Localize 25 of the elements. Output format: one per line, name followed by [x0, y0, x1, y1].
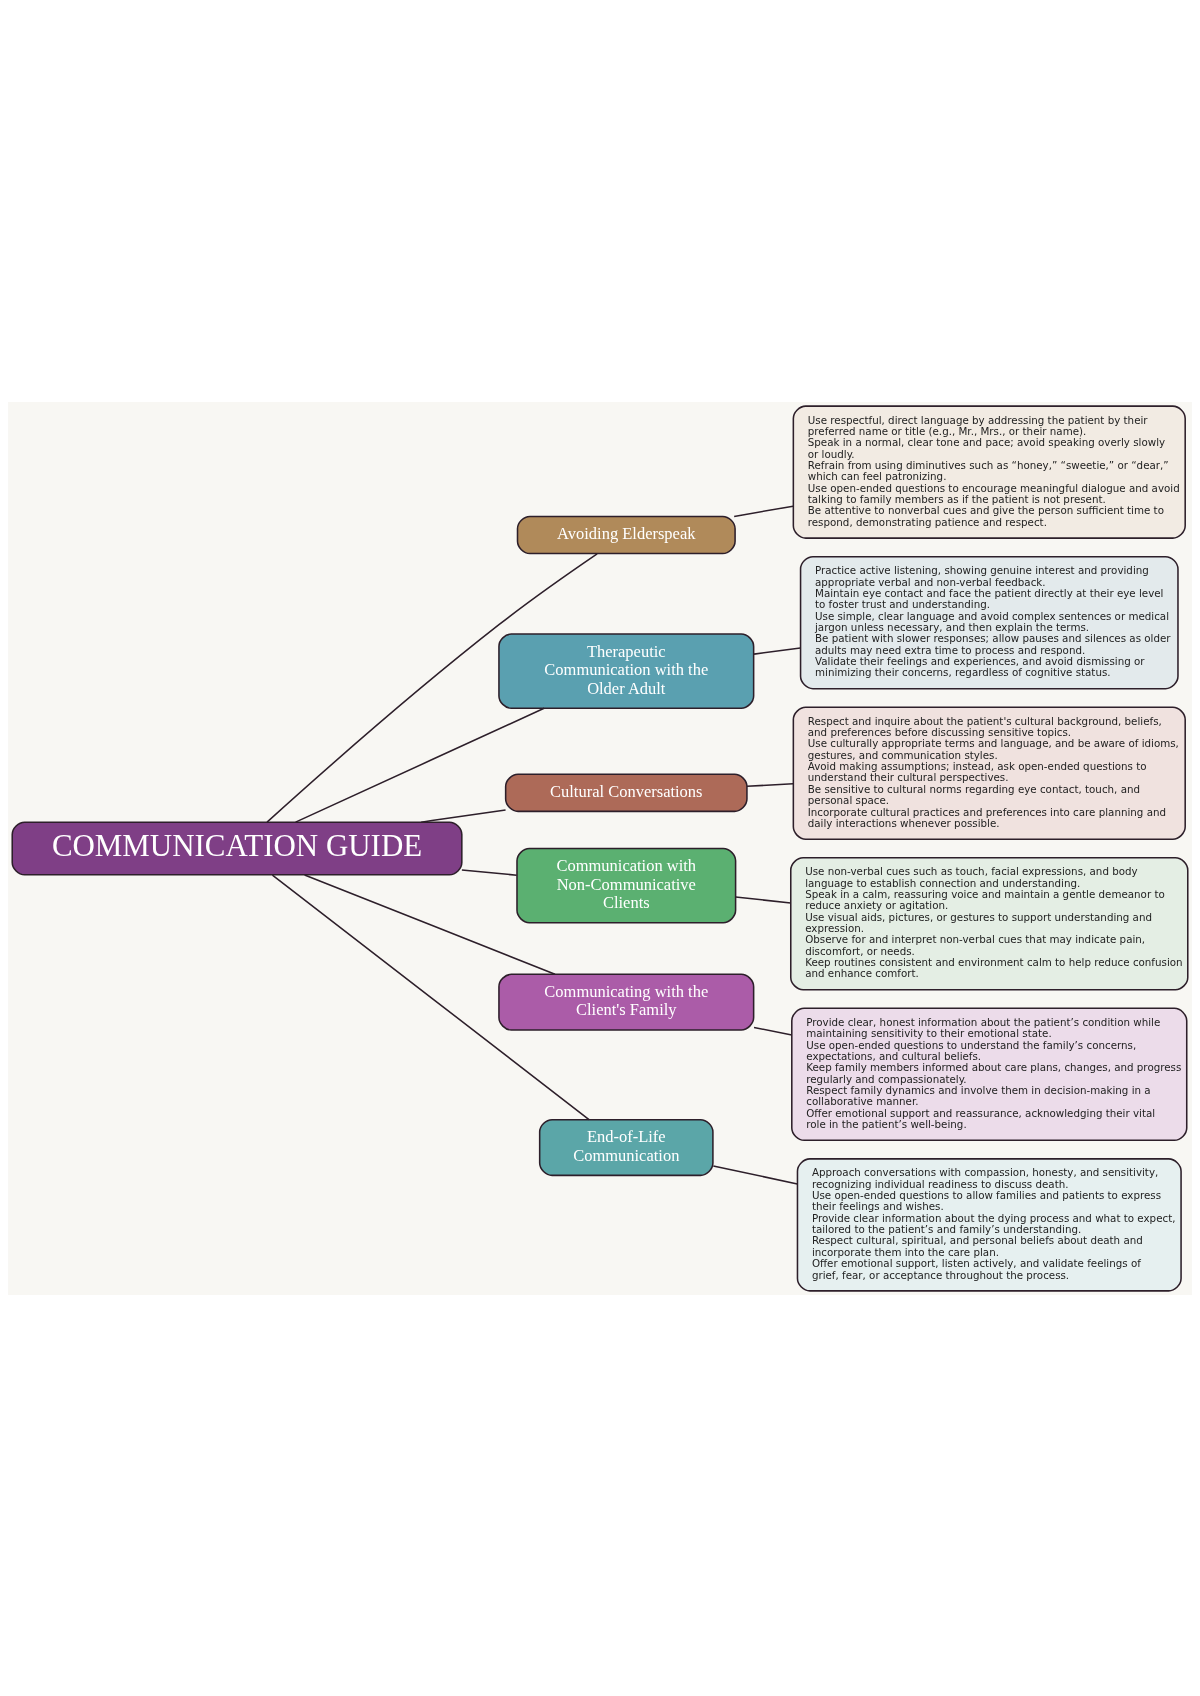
connector	[420, 808, 507, 823]
connector	[271, 873, 590, 1120]
node-box: Use respectful, direct language by addressing the patient by their preferred name or title (e.g., Mr., Mrs., or their name). Speak in a normal, clear tone and pace; avoid speaking overly slowly or loudly. Refrain from using diminutives such as “honey,” “sweetie,” or “dear,” which can feel patronizing. Use open-ended questions to encourage meaningful dialogue and avoid talking to family members as if the patient is not present. Be attentive to nonverbal cues and give the person sufficient time to respond, demonstrating patience and respect.	[792, 404, 1186, 539]
node-box: Therapeutic Communication with the Older Adult	[498, 632, 755, 709]
connector	[746, 782, 794, 787]
node-box: Communication with Non-Communicative Clients	[516, 847, 737, 923]
connector	[753, 646, 802, 655]
node-box: Approach conversations with compassion, honesty, and sensitivity, recognizing individual readiness to discuss death. Use open-ended questions to allow families and patients to express their feelings and wishes. Provide clear information about the dying process and what to expect, tailored to the patient’s and family’s understanding. Respect cultural, spiritual, and personal beliefs about death and incorporate them into the care plan. Offer emotional support, listen actively, and validate feelings of grief, fear, or acceptance throughout the process.	[796, 1157, 1182, 1292]
node-box: Cultural Conversations	[504, 773, 748, 812]
connector	[294, 707, 545, 823]
node-box: Respect and inquire about the patient's cultural background, beliefs, and preferences before discussing sensitive topics. Use culturally appropriate terms and language, and be aware of idioms, gestures, and communication styles. Avoid making assumptions; instead, ask open-ended questions to understand their cultural perspectives. Be sensitive to cultural norms regarding eye contact, touch, and personal space. Incorporate cultural practices and preferences into care planning and daily interactions whenever possible.	[792, 705, 1186, 840]
node-box: End-of-Life Communication	[538, 1118, 714, 1176]
connector	[753, 1026, 793, 1036]
connector	[734, 895, 792, 904]
connector	[266, 552, 598, 823]
node-box: COMMUNICATION GUIDE	[11, 820, 463, 876]
node-box: Use non-verbal cues such as touch, facial expressions, and body language to establish connection and understanding. Speak in a calm, reassuring voice and maintain a gentle demeanor to reduce anxiety or agitation. Use visual aids, pictures, or gestures to support understanding and expression. Observe for and interpret non-verbal cues that may indicate pain, discomfort, or needs. Keep routines consistent and environment calm to help reduce confusion and enhance comfort.	[790, 856, 1189, 991]
connector	[303, 873, 556, 975]
connector	[461, 868, 518, 876]
node-box: Practice active listening, showing genuine interest and providing appropriate verbal and non-verbal feedback. Maintain eye contact and face the patient directly at their eye level to foster trust and understanding. Use simple, clear language and avoid complex sentences or medical jargon unless necessary, and then explain the terms. Be patient with slower responses; allow pauses and silences as older adults may need extra time to process and respond. Validate their feelings and experiences, and avoid dismissing or minimizing their concerns, regardless of cognitive status.	[799, 555, 1179, 689]
node-box: Provide clear, honest information about the patient’s condition while maintaining sensitivity to their emotional state. Use open-ended questions to understand the family’s concerns, expectations, and cultural beliefs. Keep family members informed about care plans, changes, and progress regularly and compassionately. Respect family dynamics and involve them in decision-making in a collaborative manner. Offer emotional support and reassurance, acknowledging their vital role in the patient’s well-being.	[791, 1007, 1188, 1141]
connector	[733, 504, 794, 517]
connector	[712, 1164, 799, 1185]
node-box: Communicating with the Client's Family	[498, 973, 755, 1031]
node-box: Avoiding Elderspeak	[516, 515, 736, 554]
